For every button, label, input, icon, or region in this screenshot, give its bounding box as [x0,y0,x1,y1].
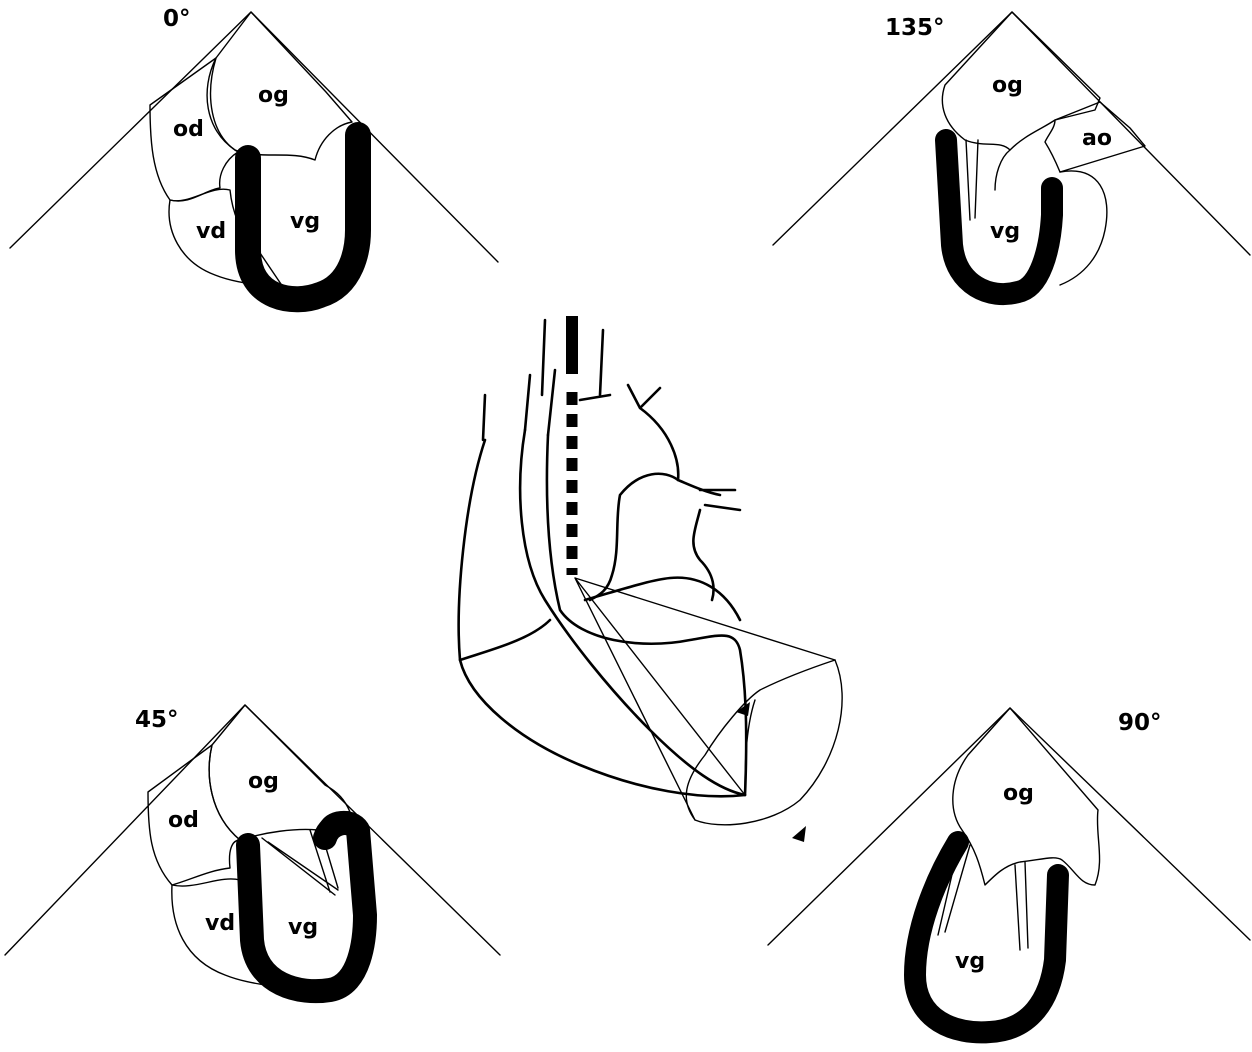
angle-label: 45° [135,707,179,733]
label-og: og [992,73,1023,98]
angle-label: 90° [1118,710,1162,736]
center-heart-with-probe [459,316,842,842]
angle-label: 135° [885,15,945,41]
aortic-arch [580,385,740,510]
left-ventricle-wall [946,140,1052,294]
label-og: og [1003,781,1034,806]
ventricle-outer [1060,171,1107,285]
heart-base-line [460,620,550,660]
rotation-arrow-bottom [792,826,806,842]
label-vd: vd [205,911,235,936]
leaflet-lines [966,140,1010,220]
vessel-lines [483,320,603,440]
probe-shaft [566,316,578,374]
view-45-degrees: 45° og od vd vg [5,705,500,991]
sector-outline [768,708,1250,945]
imaging-plane-rim [686,660,842,825]
left-ventricle-wall [915,842,1058,1032]
label-og: og [258,83,289,108]
label-vd: vd [196,219,226,244]
view-0-degrees: 0° og od vd vg [10,6,498,299]
label-vg: vg [955,949,985,974]
label-og: og [248,769,279,794]
view-90-degrees: 90° og vg [768,708,1250,1032]
label-ao: ao [1082,126,1112,151]
label-vg: vg [290,209,320,234]
label-vg: vg [990,219,1020,244]
label-od: od [173,117,204,142]
imaging-plane-lines [575,578,835,820]
heart-inner-contour [520,430,745,795]
angle-label: 0° [163,6,191,32]
label-vg: vg [288,915,318,940]
label-od: od [168,808,199,833]
left-ventricle-wall [248,823,365,991]
view-135-degrees: 135° og ao vg [773,12,1250,294]
